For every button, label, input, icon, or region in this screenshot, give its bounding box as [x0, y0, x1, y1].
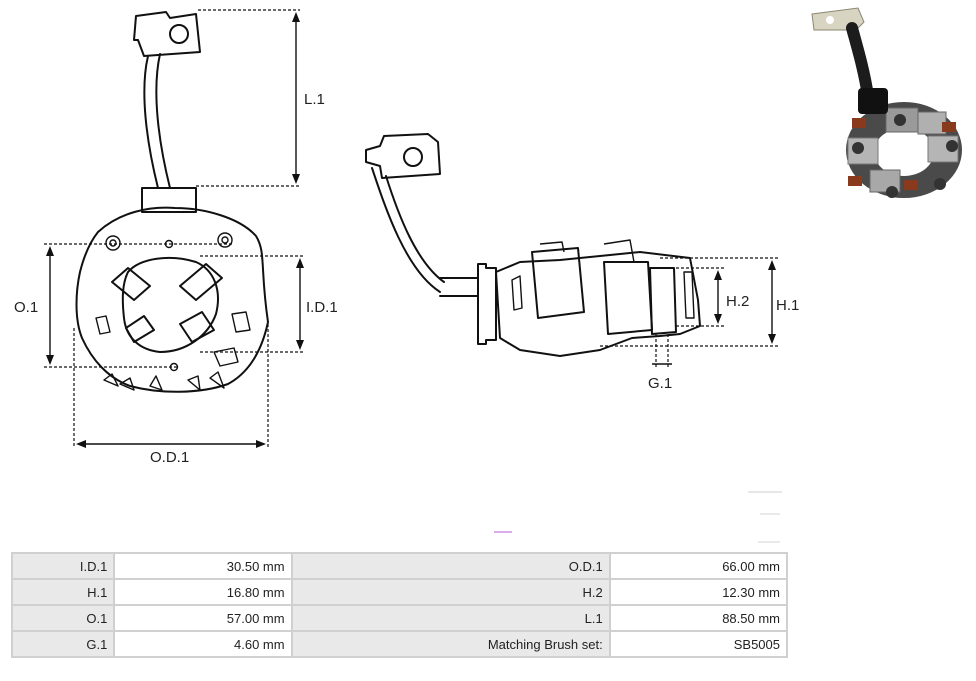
spec-label: O.1 — [10, 604, 116, 632]
spec-label: H.1 — [10, 578, 116, 606]
spec-label: O.D.1 — [290, 552, 611, 580]
side-view-drawing: H.1 H.2 G.1 — [365, 133, 799, 392]
l1-label: L.1 — [304, 91, 325, 108]
spec-value: SB5005 — [608, 630, 789, 658]
spec-value: 66.00 mm — [608, 552, 789, 580]
spec-value: 57.00 mm — [113, 604, 293, 632]
spec-label: I.D.1 — [10, 552, 116, 580]
spec-value: 4.60 mm — [113, 630, 293, 658]
spec-value: 12.30 mm — [608, 578, 789, 606]
spec-value: 30.50 mm — [113, 552, 293, 580]
spec-label: H.2 — [290, 578, 611, 606]
g1-label: G.1 — [648, 375, 672, 392]
faint-artifacts — [494, 491, 782, 543]
spec-value: 16.80 mm — [113, 578, 293, 606]
id1-label: I.D.1 — [306, 299, 338, 316]
od1-label: O.D.1 — [150, 449, 189, 466]
spec-label: L.1 — [290, 604, 611, 632]
h1-label: H.1 — [776, 297, 799, 314]
spec-label: Matching Brush set: — [290, 630, 611, 658]
o1-label: O.1 — [14, 299, 38, 316]
spec-value: 88.50 mm — [608, 604, 789, 632]
h2-label: H.2 — [726, 293, 749, 310]
brush-holder-photo — [811, 7, 962, 198]
spec-label: G.1 — [10, 630, 116, 658]
front-view-drawing: L.1 O.1 I.D.1 O.D.1 — [14, 9, 338, 466]
